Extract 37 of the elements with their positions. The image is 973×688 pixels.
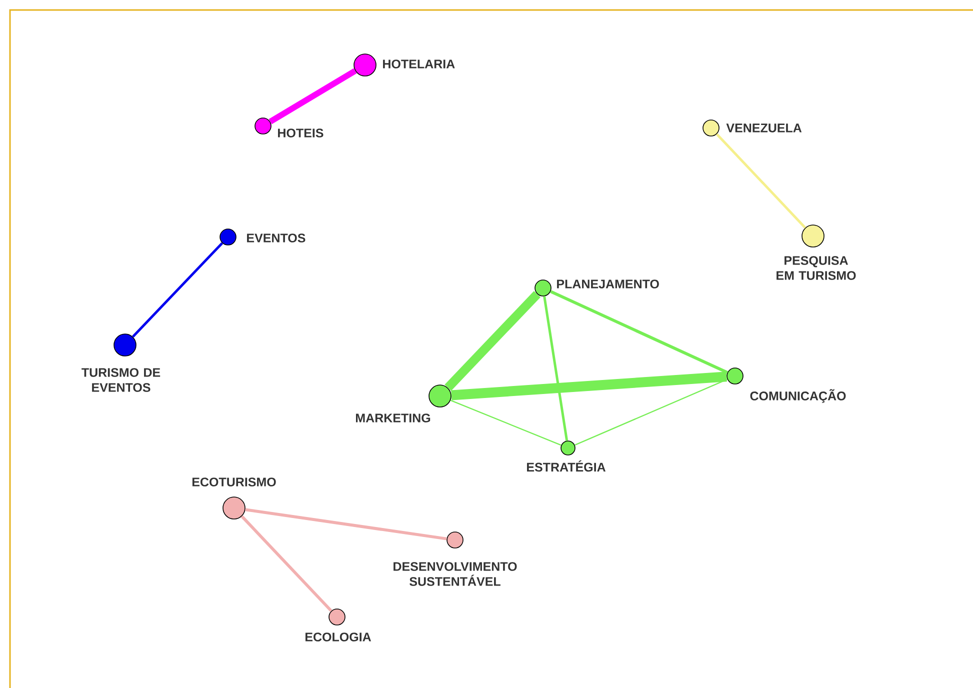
network-link bbox=[245, 508, 447, 540]
network-node bbox=[726, 368, 744, 384]
network-node bbox=[702, 120, 720, 136]
network-link bbox=[543, 296, 568, 441]
node-label: VENEZUELA bbox=[726, 124, 802, 132]
network-link bbox=[451, 372, 727, 400]
node-label: TURISMO DE EVENTOS bbox=[82, 368, 160, 392]
node-label: DESENVOLVIMENTO SUSTENTÁVEL bbox=[394, 562, 517, 586]
network-link bbox=[240, 515, 332, 612]
node-label: ECOTURISMO bbox=[192, 478, 276, 486]
node-label: EVENTOS bbox=[247, 234, 306, 242]
network-node bbox=[534, 280, 552, 296]
node-label: PESQUISA EM TURISMO bbox=[776, 256, 856, 280]
network-node bbox=[802, 224, 824, 248]
network-node bbox=[446, 532, 464, 548]
node-label: HOTEIS bbox=[278, 128, 324, 138]
network-link bbox=[574, 378, 728, 446]
network-link bbox=[444, 290, 540, 391]
network-link bbox=[450, 400, 562, 446]
network-node bbox=[254, 118, 272, 134]
node-label: ESTRATÉGIA bbox=[527, 460, 606, 472]
network-link bbox=[550, 290, 728, 374]
network-link bbox=[132, 242, 224, 338]
node-label: ECOLOGIA bbox=[306, 632, 372, 642]
network-node bbox=[222, 496, 246, 520]
network-node bbox=[114, 334, 136, 356]
node-label: HOTELARIA bbox=[383, 60, 455, 68]
network-node bbox=[354, 54, 376, 76]
network-link bbox=[268, 68, 357, 124]
network-node bbox=[560, 440, 576, 456]
network-node bbox=[428, 384, 452, 408]
network-node bbox=[220, 228, 236, 246]
node-label: MARKETING bbox=[356, 414, 430, 422]
node-label: COMUNICAÇÃO bbox=[750, 389, 846, 403]
node-label: PLANEJAMENTO bbox=[557, 280, 659, 288]
network-node bbox=[328, 608, 346, 626]
network-link bbox=[716, 133, 806, 229]
